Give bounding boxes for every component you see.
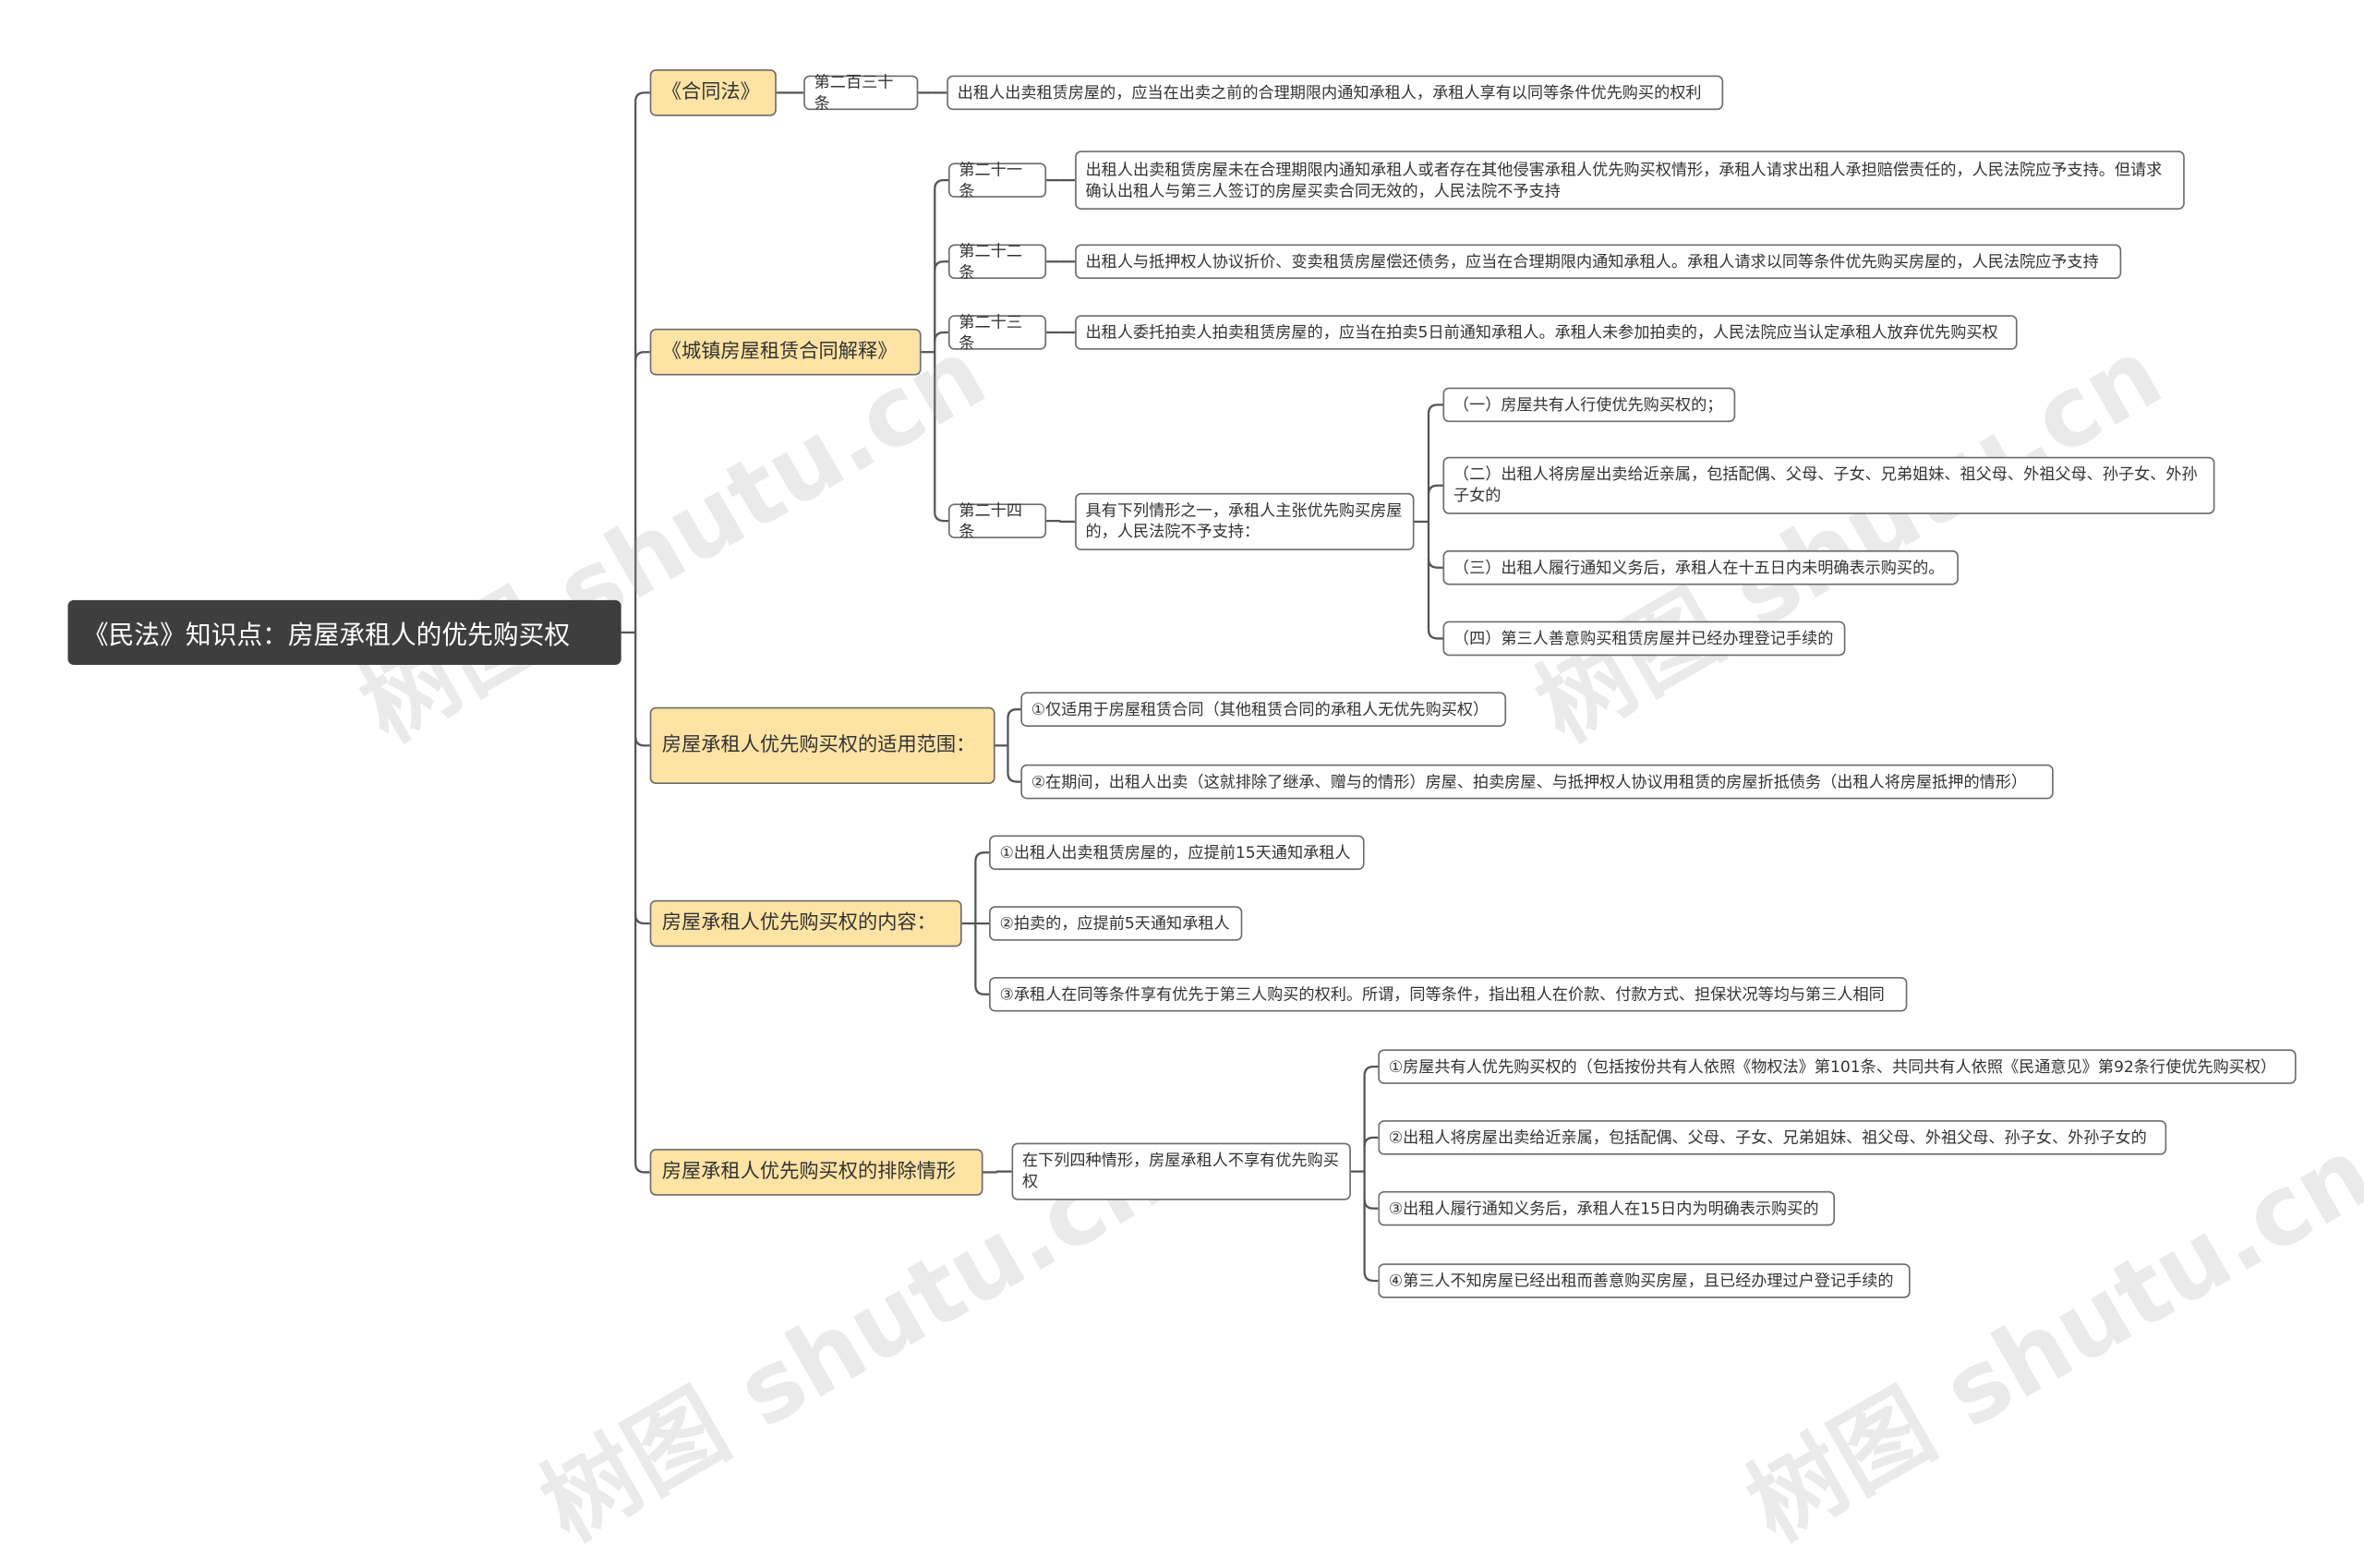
article-24-item-2[interactable]: （二）出租人将房屋出卖给近亲属，包括配偶、父母、子女、兄弟姐妹、祖父母、外祖父母… xyxy=(1442,456,2215,514)
scope-item-2[interactable]: ②在期间，出租人出卖（这就排除了继承、赠与的情形）房屋、拍卖房屋、与抵押权人协议… xyxy=(1020,764,2054,800)
connector xyxy=(934,260,948,271)
connector xyxy=(1363,1065,1379,1076)
connector xyxy=(934,331,948,342)
article-24[interactable]: 第二十四条 xyxy=(947,501,1047,540)
connector xyxy=(974,984,990,995)
article-22[interactable]: 第二十二条 xyxy=(947,242,1047,281)
connector xyxy=(1427,558,1443,569)
exclusion-item-4[interactable]: ④第三人不知房屋已经出租而善意购买房屋，且已经办理过户登记手续的 xyxy=(1378,1263,1911,1298)
connector xyxy=(1427,404,1443,415)
connector xyxy=(634,1163,650,1174)
article-22-text[interactable]: 出租人与抵押权人协议折价、变卖租赁房屋偿还债务，应当在合理期限内通知承租人。承租… xyxy=(1075,244,2122,280)
connector xyxy=(1059,520,1076,524)
article-21-text[interactable]: 出租人出卖租赁房屋未在合理期限内通知承租人或者存在其他侵害承租人优先购买权情形，… xyxy=(1075,151,2185,210)
scope-item-1[interactable]: ①仅适用于房屋租赁合同（其他租赁合同的承租人无优先购买权） xyxy=(1020,692,1507,727)
connector xyxy=(995,1170,1012,1173)
exclusion-item-3[interactable]: ③出租人履行通知义务后，承租人在15日内为明确表示购买的 xyxy=(1378,1190,1835,1226)
article-24-item-1[interactable]: （一）房屋共有人行使优先购买权的； xyxy=(1442,387,1736,423)
branch-lease-interpretation[interactable]: 《城镇房屋租赁合同解释》 xyxy=(649,328,922,376)
connector xyxy=(634,351,650,362)
connector xyxy=(1007,772,1021,783)
connector xyxy=(1427,484,1443,495)
article-230[interactable]: 第二百三十条 xyxy=(803,73,919,113)
connector xyxy=(1427,629,1443,640)
branch-exclusion[interactable]: 房屋承租人优先购买权的排除情形 xyxy=(649,1149,983,1196)
connector xyxy=(634,736,650,747)
connector xyxy=(934,512,948,523)
article-24-item-4[interactable]: （四）第三人善意购买租赁房屋并已经办理登记手续的 xyxy=(1442,621,1846,657)
connector-lines xyxy=(621,91,1443,1283)
root-topic[interactable]: 《民法》知识点：房屋承租人的优先购买权 xyxy=(67,599,621,666)
branch-contract-law[interactable]: 《合同法》 xyxy=(649,69,777,116)
mindmap-canvas: 树图 shutu.cn 树图 shutu.cn 树图 shutu.cn 树图 s… xyxy=(67,69,2364,1563)
article-24-text[interactable]: 具有下列情形之一，承租人主张优先购买房屋的，人民法院不予支持： xyxy=(1075,492,1415,550)
connector xyxy=(1363,1136,1379,1147)
article-24-item-3[interactable]: （三）出租人履行通知义务后，承租人在十五日内未明确表示购买的。 xyxy=(1442,549,1959,585)
connector xyxy=(1363,1272,1379,1283)
connector xyxy=(634,91,650,103)
connector xyxy=(634,914,650,925)
connector xyxy=(934,178,948,189)
article-23[interactable]: 第二十三条 xyxy=(947,313,1047,352)
content-item-2[interactable]: ②拍卖的，应提前5天通知承租人 xyxy=(989,906,1243,941)
connector xyxy=(1007,708,1021,719)
exclusion-item-1[interactable]: ①房屋共有人优先购买权的（包括按份共有人依照《物权法》第101条、共同共有人依照… xyxy=(1378,1049,2297,1084)
connector xyxy=(1363,1199,1379,1210)
branch-scope[interactable]: 房屋承租人优先购买权的适用范围： xyxy=(649,706,995,785)
content-item-3[interactable]: ③承租人在同等条件享有优先于第三人购买的权利。所谓，同等条件，指出租人在价款、付… xyxy=(989,976,1908,1012)
article-21[interactable]: 第二十一条 xyxy=(947,161,1047,199)
exclusion-item-2[interactable]: ②出租人将房屋出卖给近亲属，包括配偶、父母、子女、兄弟姐妹、祖父母、外祖父母、孙… xyxy=(1378,1120,2167,1155)
exclusion-intro[interactable]: 在下列四种情形，房屋承租人不享有优先购买权 xyxy=(1011,1142,1351,1200)
article-230-text[interactable]: 出租人出卖租赁房屋的，应当在出卖之前的合理期限内通知承租人，承租人享有以同等条件… xyxy=(947,75,1724,111)
branch-content[interactable]: 房屋承租人优先购买权的内容： xyxy=(649,899,962,947)
content-item-1[interactable]: ①出租人出卖租赁房屋的，应提前15天通知承租人 xyxy=(989,835,1365,871)
article-23-text[interactable]: 出租人委托拍卖人拍卖租赁房屋的，应当在拍卖5日前通知承租人。承租人未参加拍卖的，… xyxy=(1075,315,2018,350)
connector xyxy=(974,851,990,862)
